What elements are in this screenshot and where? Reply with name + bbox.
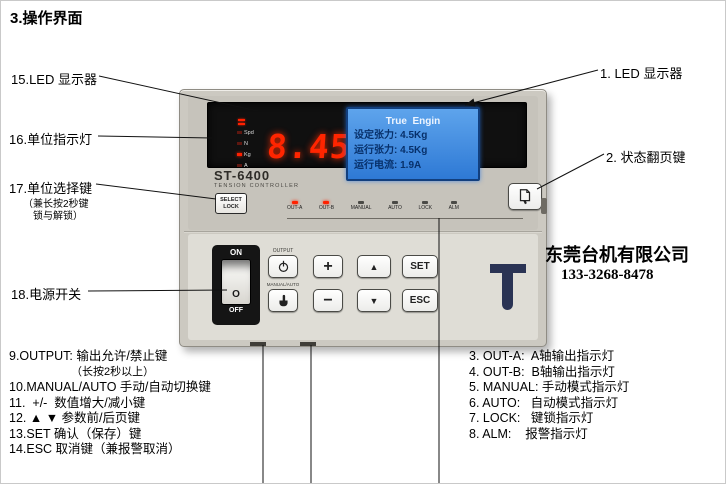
page-title: 3.操作界面 (10, 10, 83, 27)
minus-button[interactable]: − (313, 289, 343, 312)
unit-lamp-icon (237, 153, 242, 156)
model-label: ST-6400 (214, 168, 271, 183)
status-page-button[interactable] (508, 183, 542, 210)
callout-unit-lamp: 16.单位指示灯 (9, 132, 93, 147)
lcd-header: True Engin (385, 115, 441, 127)
unit-row-spd: Spd (237, 127, 258, 138)
lcd-line: 设定张力: 4.5Kg (354, 129, 428, 141)
lcd-line: 运行电流: 1.9A (354, 159, 422, 171)
panel-seam (184, 231, 542, 233)
brand-logo (484, 254, 532, 326)
page-flip-icon (519, 188, 531, 204)
device-foot (300, 342, 316, 346)
indicator-out-a: OUT-A (287, 201, 302, 216)
plus-button[interactable]: + (313, 255, 343, 278)
callout-led-display-left: 15.LED 显示器 (11, 72, 97, 87)
manual-auto-button[interactable] (268, 289, 298, 312)
tension-controller-device: Spd N Kg A 8.45 True Engin 设定张力: 4.5Kg 运… (179, 89, 547, 347)
unit-lamp-icon (237, 142, 242, 145)
esc-button[interactable]: ESC (402, 289, 438, 312)
note-line: 11. +/- 数值增大/减小键 (9, 395, 146, 410)
key-function-notes: 9.OUTPUT: 输出允许/禁止键 （长按2秒以上） 10.MANUAL/AU… (9, 349, 211, 458)
callout-led-display-right: 1. LED 显示器 (600, 66, 683, 81)
company-phone: 133-3268-8478 (561, 267, 654, 283)
manual-led-icon (358, 201, 365, 204)
output-key-label: OUTPUT (272, 248, 294, 254)
unit-lamp-icon (237, 164, 242, 167)
indicator-notes: 3. OUT-A: A轴输出指示灯 4. OUT-B: B轴输出指示灯 5. M… (469, 349, 629, 442)
note-line: 4. OUT-B: B轴输出指示灯 (469, 364, 615, 379)
side-screw-icon (541, 198, 547, 214)
note-line: 8. ALM: 报警指示灯 (469, 426, 588, 441)
indicator-alm: ALM (449, 201, 459, 216)
callout-page-key: 2. 状态翻页键 (606, 150, 686, 165)
callout-unit-select-sub2: 锁与解锁） (33, 211, 83, 222)
note-line: 3. OUT-A: A轴输出指示灯 (469, 349, 615, 363)
indicator-auto: AUTO (388, 201, 402, 216)
indicator-manual: MANUAL (351, 201, 372, 216)
hand-icon (278, 294, 288, 307)
note-line: 6. AUTO: 自动模式指示灯 (469, 395, 619, 410)
model-sublabel: TENSION CONTROLLER (214, 183, 300, 189)
note-line: （长按2秒以上） (71, 365, 155, 378)
note-line: 9.OUTPUT: 输出允许/禁止键 (9, 349, 168, 363)
note-line: 13.SET 确认（保存）键 (9, 426, 142, 441)
set-button[interactable]: SET (402, 255, 438, 278)
unit-row-a: A (237, 160, 258, 171)
device-foot (250, 342, 266, 346)
company-name: 东莞台机有限公司 (545, 245, 689, 265)
unit-row-kg: Kg (237, 149, 258, 160)
power-on-label: ON (230, 248, 242, 257)
out-b-led-icon (323, 201, 330, 204)
lcd-line: 运行张力: 4.5Kg (354, 144, 428, 156)
output-power-icon (278, 260, 288, 272)
power-rocker[interactable]: O (221, 259, 251, 305)
note-line: 7. LOCK: 键锁指示灯 (469, 411, 594, 425)
select-lock-button[interactable]: SELECT LOCK (215, 193, 247, 214)
alm-led-icon (450, 201, 457, 204)
manual-auto-key-label: MANUAL/AUTO (266, 282, 300, 287)
note-line: 14.ESC 取消键（兼报警取消） (9, 442, 181, 456)
unit-row-n: N (237, 138, 258, 149)
callout-power-switch: 18.电源开关 (11, 287, 82, 302)
up-button[interactable]: ▲ (357, 255, 391, 278)
callout-unit-select-sub1: （兼长按2秒键 (23, 199, 89, 210)
lock-led-icon (422, 201, 429, 204)
indicator-row: OUT-A OUT-B MANUAL AUTO LOCK ALM (287, 201, 459, 216)
indicator-lock: LOCK (418, 201, 432, 216)
note-line: 12. ▲ ▼ 参数前/后页键 (9, 411, 141, 425)
unit-led-bar (238, 119, 245, 121)
auto-led-icon (392, 201, 398, 204)
indicator-underline (287, 218, 523, 219)
power-off-label: OFF (229, 307, 243, 314)
unit-indicator-lamps: Spd N Kg A (237, 118, 258, 176)
note-line: 10.MANUAL/AUTO 手动/自动切换键 (9, 380, 211, 394)
brand-t-icon (490, 264, 526, 310)
note-line: 5. MANUAL: 手动模式指示灯 (469, 380, 630, 394)
down-button[interactable]: ▼ (357, 289, 391, 312)
unit-lamp-icon (237, 131, 242, 134)
indicator-out-b: OUT-B (319, 201, 334, 216)
out-a-led-icon (291, 201, 298, 204)
power-switch[interactable]: ON O OFF (212, 245, 260, 325)
output-button[interactable] (268, 255, 298, 278)
callout-unit-select: 17.单位选择键 (9, 181, 93, 196)
lcd-display: True Engin 设定张力: 4.5Kg 运行张力: 4.5Kg 运行电流:… (346, 107, 480, 181)
unit-led-bar (238, 123, 245, 125)
